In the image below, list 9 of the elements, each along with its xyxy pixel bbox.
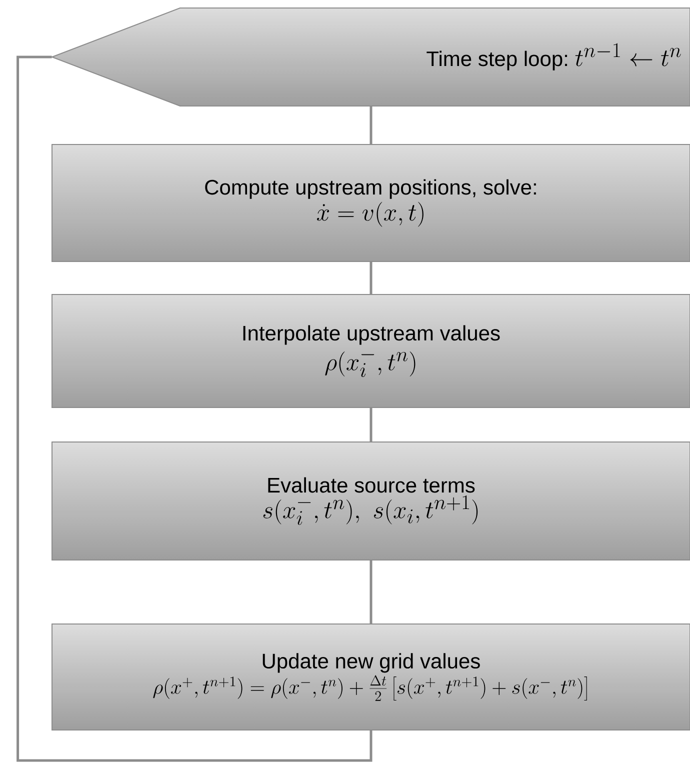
process-box: Evaluate source terms $s(x_i^-, t^n),\ s(x_i, t^{n+1})$ (52, 442, 690, 560)
connector-line (370, 106, 372, 144)
connector-line (370, 560, 372, 624)
connector-line (370, 408, 372, 442)
loop-back-line (16, 56, 372, 762)
process-box: Update new grid values $\rho(x^+,t^{n+1}) = \rho(x^-,t^n) + \frac{\Delta t}{2}\left[s(x^+,t^{n+1}) + s(x^-,t^n)\right]$ (52, 624, 690, 730)
process-box: Interpolate upstream values $\rho(x_i^-, t^n)$ (52, 294, 690, 408)
process-box: Compute upstream positions, solve: $\dot{x} = v(x,t)$ (52, 144, 690, 262)
connector-line (370, 262, 372, 294)
